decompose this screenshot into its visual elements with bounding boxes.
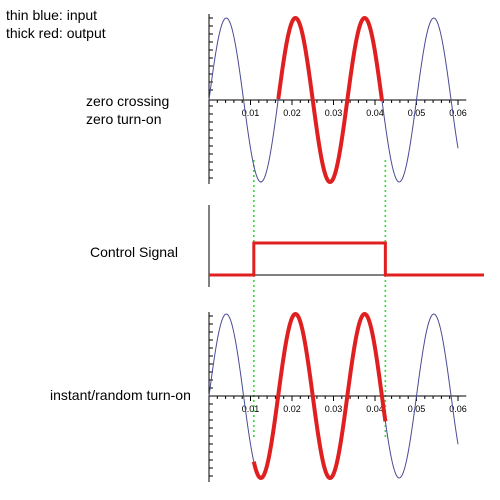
x-tick-label: 0.02 [283, 108, 301, 118]
x-tick-label: 0.01 [242, 404, 260, 414]
zero-crossing-label-line1: zero crossing [86, 93, 170, 109]
instant-turn-on-plot: 0.01 0.02 0.03 0.04 0.05 0.06 [208, 312, 467, 482]
x-tick-label: 0.05 [408, 108, 426, 118]
x-tick-label: 0.03 [325, 404, 343, 414]
x-tick-label: 0.01 [242, 108, 260, 118]
x-tick-label: 0.06 [449, 108, 467, 118]
zero-crossing-plot: 0.01 0.02 0.03 0.04 0.05 0.06 [208, 14, 467, 184]
x-tick-label: 0.02 [283, 404, 301, 414]
x-tick-label: 0.03 [325, 108, 343, 118]
control-signal-label: Control Signal [90, 244, 178, 260]
legend: thin blue: input thick red: output [6, 6, 106, 42]
zero-crossing-label-line2: zero turn-on [86, 111, 162, 127]
x-tick-label: 0.06 [449, 404, 467, 414]
x-tick-label: 0.05 [408, 404, 426, 414]
output-waveform [251, 312, 388, 480]
legend-output: thick red: output [6, 25, 106, 41]
control-signal-trace [209, 241, 484, 277]
control-signal-plot [208, 205, 484, 287]
x-tick-label: 0.04 [366, 404, 384, 414]
x-tick-label: 0.04 [366, 108, 384, 118]
zero-crossing-label: zero crossing zero turn-on [86, 92, 169, 128]
guide-lines [253, 160, 387, 440]
output-waveform [276, 16, 385, 184]
instant-turn-on-label: instant/random turn-on [50, 387, 191, 403]
legend-input: thin blue: input [6, 7, 98, 23]
